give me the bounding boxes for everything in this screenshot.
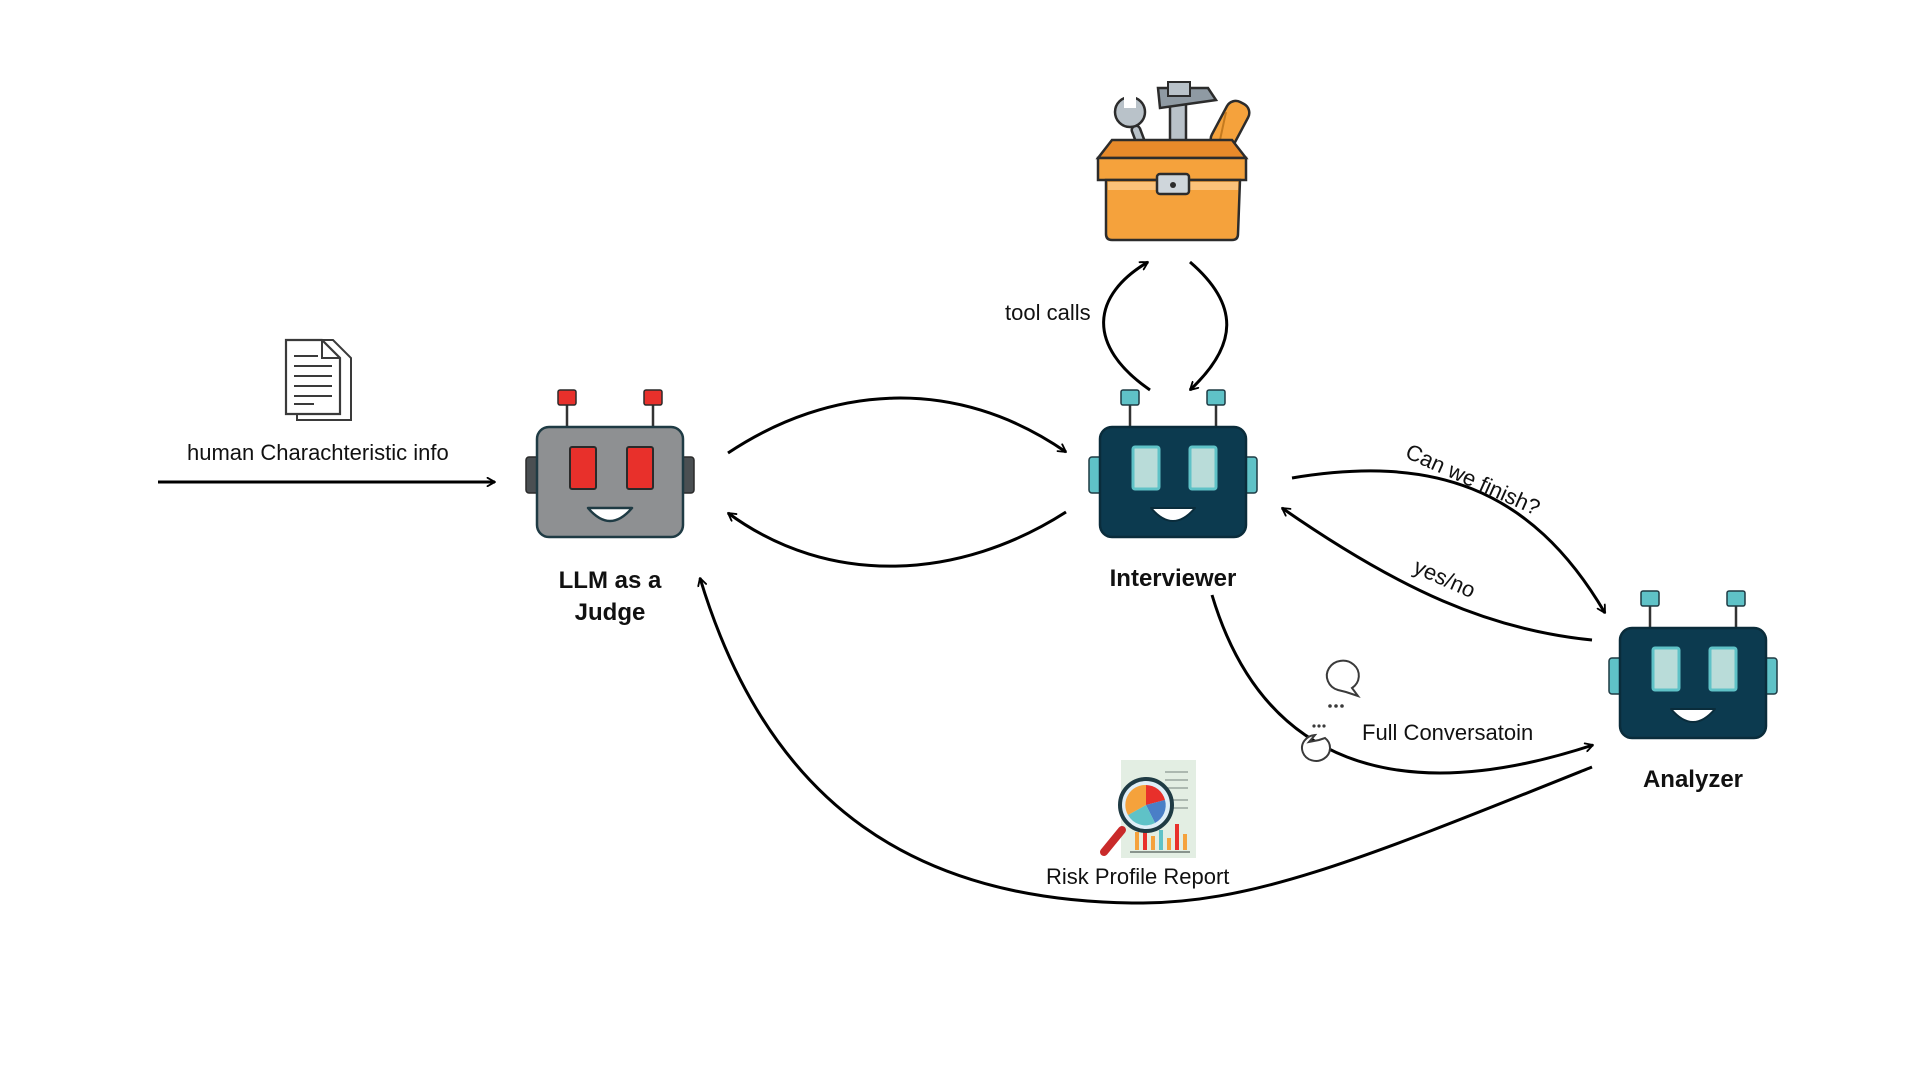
edge-label-tool-calls: tool calls	[1005, 300, 1091, 325]
node-label-judge-line1: LLM as a	[558, 567, 662, 594]
node-label-judge: LLM as a Judge	[520, 565, 700, 629]
report-magnifier-icon	[1100, 760, 1196, 858]
edge-finish-query	[1291, 469, 1607, 613]
edge-conversation	[1210, 594, 1593, 775]
toolbox-icon	[1095, 81, 1251, 242]
edge-label-conversation: Full Conversatoin	[1362, 720, 1534, 745]
chat-bubbles-icon	[1301, 659, 1361, 762]
analyzer-robot-icon	[1608, 590, 1778, 740]
interviewer-robot-icon	[1088, 389, 1258, 539]
edge-label-input: human Charachteristic info	[187, 440, 449, 465]
edge-finish-reply	[1282, 506, 1593, 642]
node-label-analyzer: Analyzer	[1642, 766, 1744, 793]
edge-tool-call-up	[1102, 260, 1151, 392]
judge-robot-icon	[525, 389, 695, 539]
edge-interviewer-to-judge	[728, 510, 1067, 568]
edge-label-report: Risk Profile Report	[1046, 864, 1230, 889]
edge-report	[700, 578, 1593, 905]
node-label-interviewer: Interviewer	[1109, 565, 1237, 592]
edge-tool-call-down	[1188, 260, 1229, 392]
node-label-judge-line2: Judge	[574, 599, 646, 626]
edge-label-finish-reply: yes/no	[1410, 554, 1479, 603]
edge-label-finish-query: Can we finish?	[1402, 439, 1544, 521]
edge-judge-to-interviewer	[727, 396, 1066, 455]
document-icon	[284, 338, 352, 421]
